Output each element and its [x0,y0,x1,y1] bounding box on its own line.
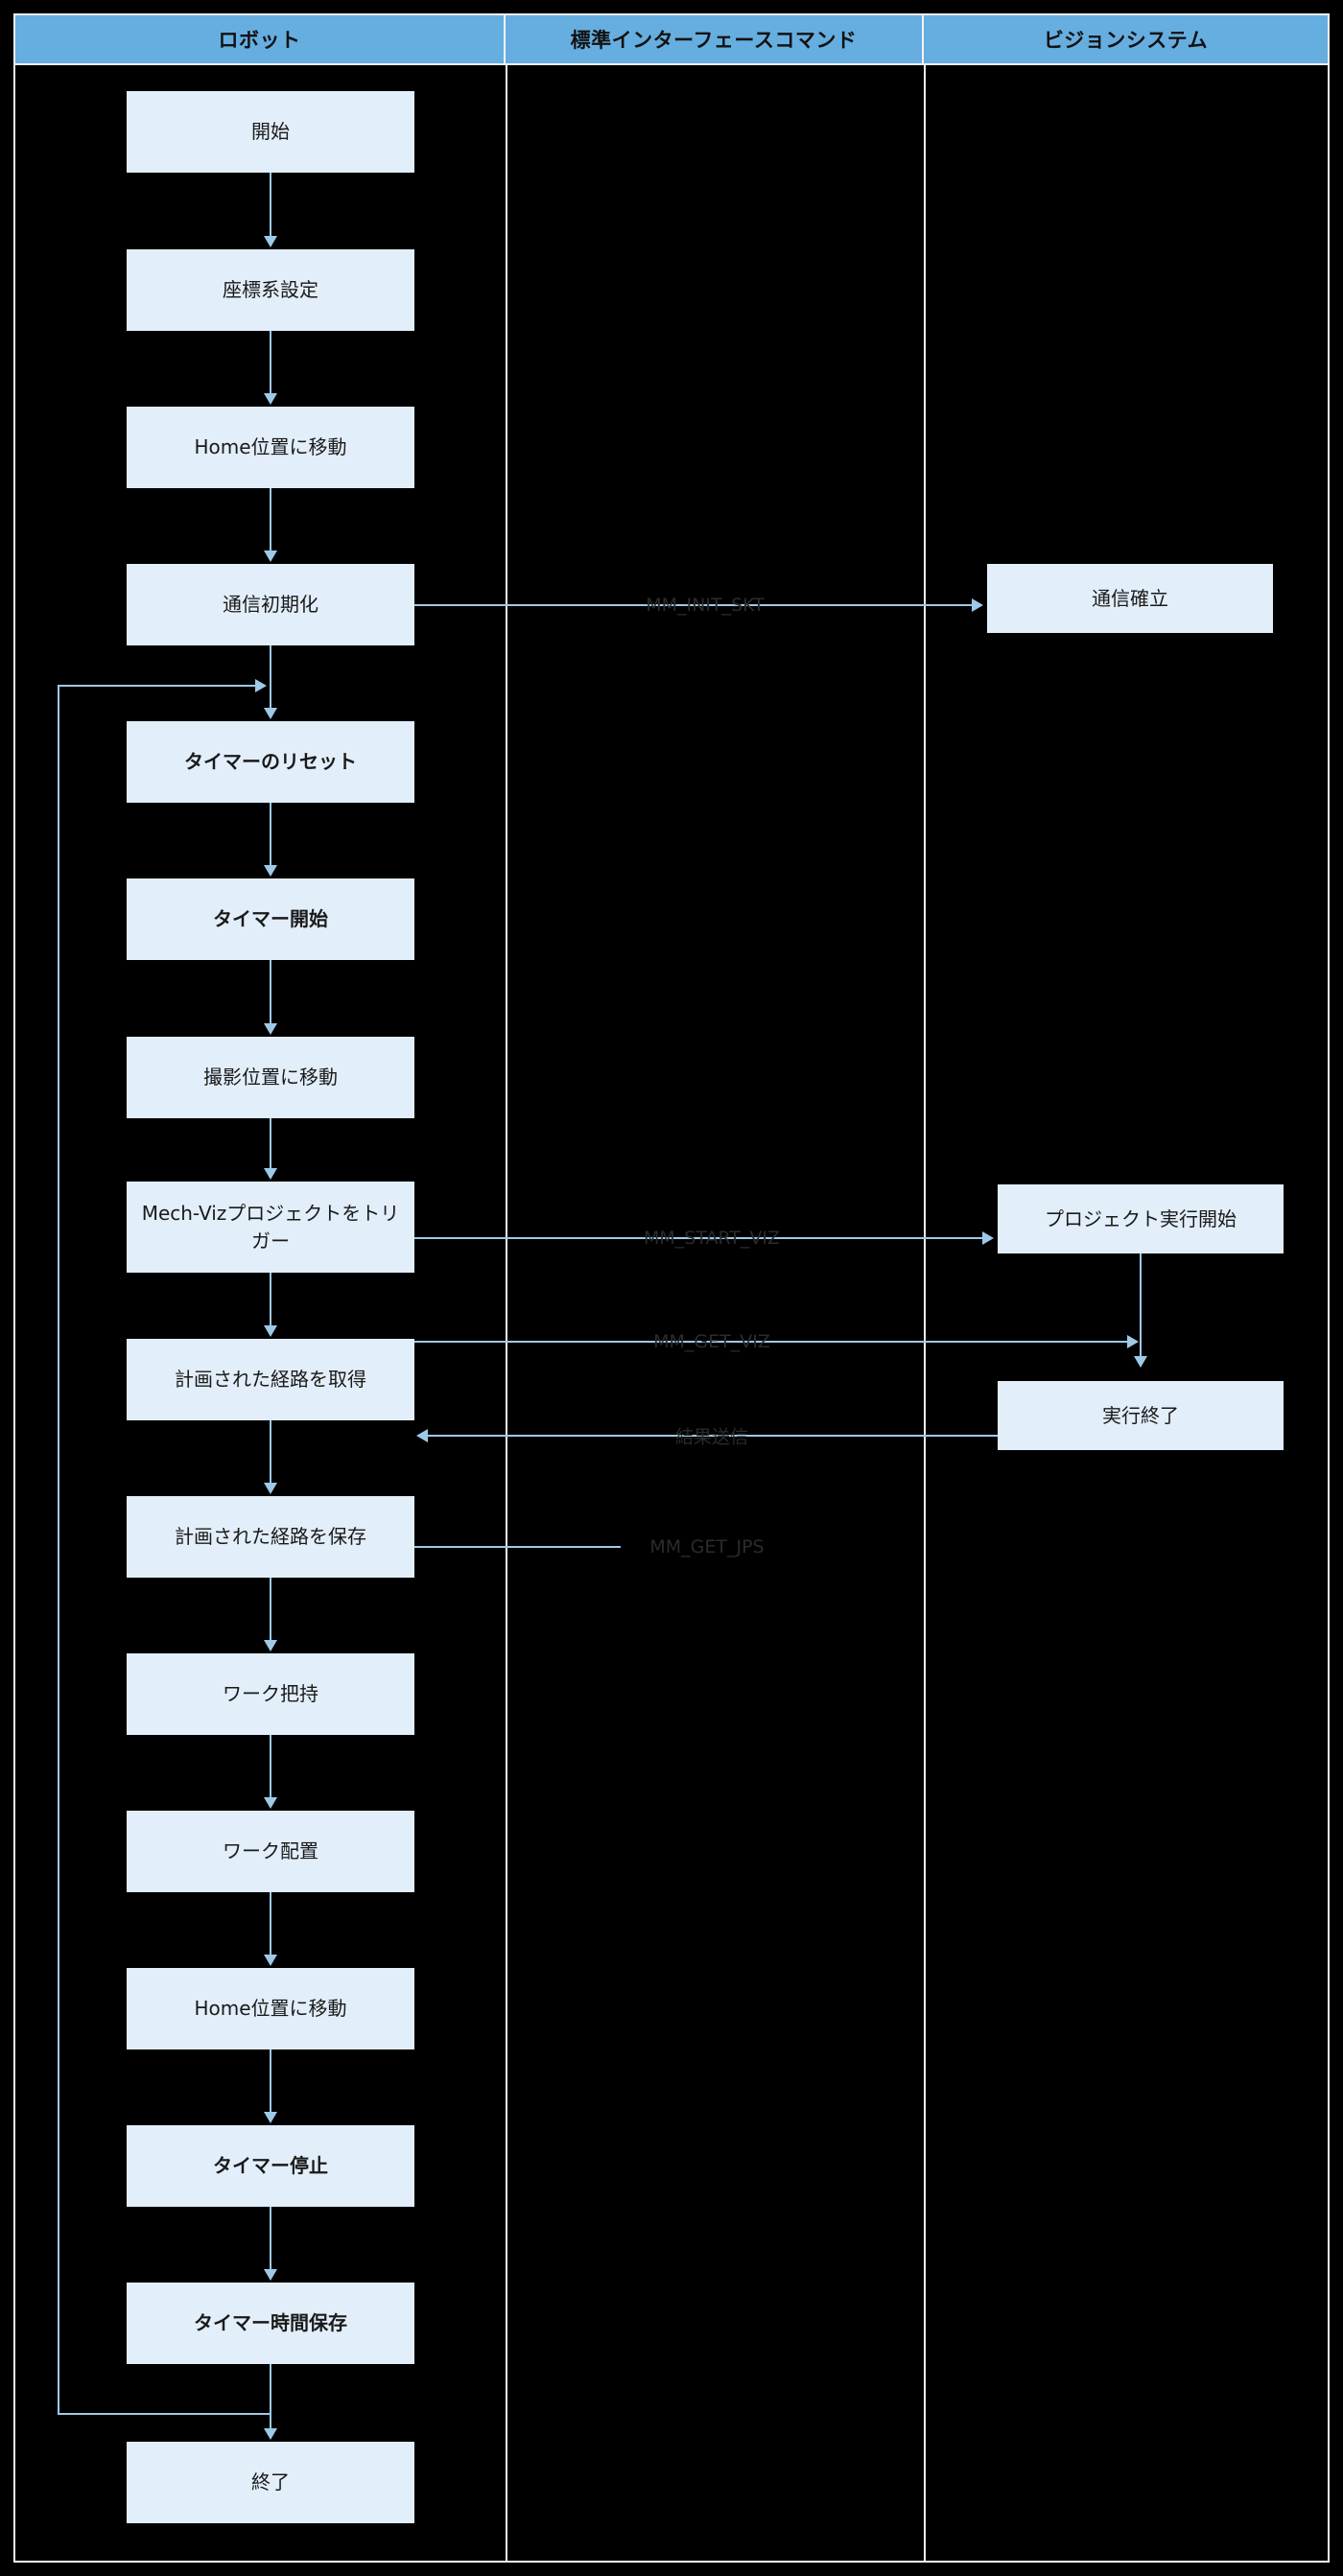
node-home-1[interactable]: Home位置に移動 [127,407,414,488]
edge-label-get-viz: MM_GET_VIZ [653,1331,770,1352]
edge-label-start-viz: MM_START_VIZ [643,1228,781,1249]
arrowhead-movecapture [264,1023,277,1035]
node-save-path-label: 計画された経路を保存 [175,1525,366,1548]
arrowhead-getpath [264,1325,277,1337]
loopback-top-segment [58,685,257,687]
arrowhead-loopback [255,679,267,692]
lane-header-robot-label: ロボット [218,29,301,52]
node-move-capture-label: 撮影位置に移動 [203,1066,338,1089]
arrowhead-pick [264,1640,277,1651]
lane-header-robot: ロボット [15,15,506,63]
node-start-label: 開始 [251,120,290,143]
node-home-2[interactable]: Home位置に移動 [127,1968,414,2049]
node-home-2-label: Home位置に移動 [194,1997,347,2020]
arrowhead-init-skt [972,598,983,612]
edge-label-send-result: 結果送信 [674,1426,749,1448]
edge-get-viz-line [414,1341,1133,1343]
edge-label-get-jps: MM_GET_JPS [649,1536,765,1557]
node-move-capture[interactable]: 撮影位置に移動 [127,1037,414,1118]
swimlane-frame: ロボット 標準インターフェースコマンド ビジョンシステム [13,13,1330,2563]
node-home-1-label: Home位置に移動 [194,435,347,458]
node-timer-reset[interactable]: タイマーのリセット [127,721,414,803]
arrowhead-initcomm [264,550,277,562]
arrowhead-setframe [264,236,277,247]
node-place[interactable]: ワーク配置 [127,1811,414,1892]
node-place-label: ワーク配置 [223,1839,318,1862]
connector-start-to-setframe [270,173,271,238]
connector-home2-to-timerstop [270,2049,271,2114]
connector-movecapture-to-triggerviz [270,1118,271,1170]
arrowhead-end [264,2428,277,2440]
node-timer-save[interactable]: タイマー時間保存 [127,2283,414,2364]
node-comm-established[interactable]: 通信確立 [987,564,1273,633]
lane-header-vision-label: ビジョンシステム [1043,29,1209,52]
node-timer-stop-label: タイマー停止 [213,2154,328,2177]
connector-savepath-to-pick [270,1578,271,1642]
node-timer-start-label: タイマー開始 [213,907,328,930]
connector-timerstart-to-movecapture [270,960,271,1025]
node-pick[interactable]: ワーク把持 [127,1653,414,1735]
loopback-left-segment [58,685,59,2415]
lane-header-command: 標準インターフェースコマンド [506,15,924,63]
node-init-comm-label: 通信初期化 [223,593,318,616]
arrowhead-get-viz [1127,1335,1139,1348]
arrowhead-timerstart [264,865,277,877]
connector-getpath-to-savepath [270,1420,271,1485]
edge-label-init-skt: MM_INIT_SKT [646,595,765,616]
node-trigger-viz-label: Mech-Vizプロジェクトをトリガー [141,1201,400,1253]
node-project-done-label: 実行終了 [1102,1403,1179,1427]
arrowhead-savepath [264,1483,277,1494]
node-save-path[interactable]: 計画された経路を保存 [127,1496,414,1578]
connector-home1-to-initcomm [270,488,271,552]
node-init-comm[interactable]: 通信初期化 [127,564,414,645]
arrowhead-projectdone [1134,1356,1147,1368]
node-get-path-label: 計画された経路を取得 [175,1368,366,1391]
lane-divider-1 [506,63,507,2561]
header-rule [15,63,1328,65]
arrowhead-timersave [264,2269,277,2281]
arrowhead-timerreset [264,708,277,719]
connector-setframe-to-home1 [270,331,271,395]
arrowhead-timerstop [264,2112,277,2123]
connector-timersave-to-end [270,2364,271,2430]
node-set-frame[interactable]: 座標系設定 [127,249,414,331]
edge-init-skt-line [414,604,974,606]
connector-pick-to-place [270,1735,271,1799]
node-comm-established-label: 通信確立 [1092,586,1168,610]
lane-divider-2 [924,63,926,2561]
connector-place-to-home2 [270,1892,271,1956]
edge-send-result-line [428,1435,998,1437]
arrowhead-place [264,1797,277,1809]
arrowhead-send-result [416,1429,428,1442]
node-end-label: 終了 [251,2471,290,2494]
connector-timerreset-to-timerstart [270,803,271,867]
node-start[interactable]: 開始 [127,91,414,173]
node-trigger-viz[interactable]: Mech-Vizプロジェクトをトリガー [127,1182,414,1273]
connector-initcomm-to-timerreset [270,645,271,710]
edge-get-jps-line [414,1546,621,1548]
node-project-done[interactable]: 実行終了 [998,1381,1284,1450]
lane-header-command-label: 標準インターフェースコマンド [570,29,858,52]
connector-triggerviz-to-getpath [270,1273,271,1327]
node-project-running-label: プロジェクト実行開始 [1045,1206,1237,1230]
connector-projectrunning-to-projectdone [1140,1253,1142,1360]
node-set-frame-label: 座標系設定 [223,278,318,301]
node-end[interactable]: 終了 [127,2442,414,2523]
node-timer-start[interactable]: タイマー開始 [127,878,414,960]
node-timer-stop[interactable]: タイマー停止 [127,2125,414,2207]
loopback-bottom-segment [58,2413,271,2415]
node-timer-reset-label: タイマーのリセット [184,750,357,773]
node-timer-save-label: タイマー時間保存 [194,2311,347,2334]
lane-header-vision: ビジョンシステム [924,15,1328,63]
edge-start-viz-line [414,1237,984,1239]
arrowhead-triggerviz [264,1168,277,1180]
node-get-path[interactable]: 計画された経路を取得 [127,1339,414,1420]
arrowhead-home2 [264,1955,277,1966]
node-pick-label: ワーク把持 [223,1682,318,1705]
arrowhead-home1 [264,393,277,405]
connector-timerstop-to-timersave [270,2207,271,2271]
arrowhead-start-viz [982,1231,994,1245]
node-project-running[interactable]: プロジェクト実行開始 [998,1184,1284,1253]
